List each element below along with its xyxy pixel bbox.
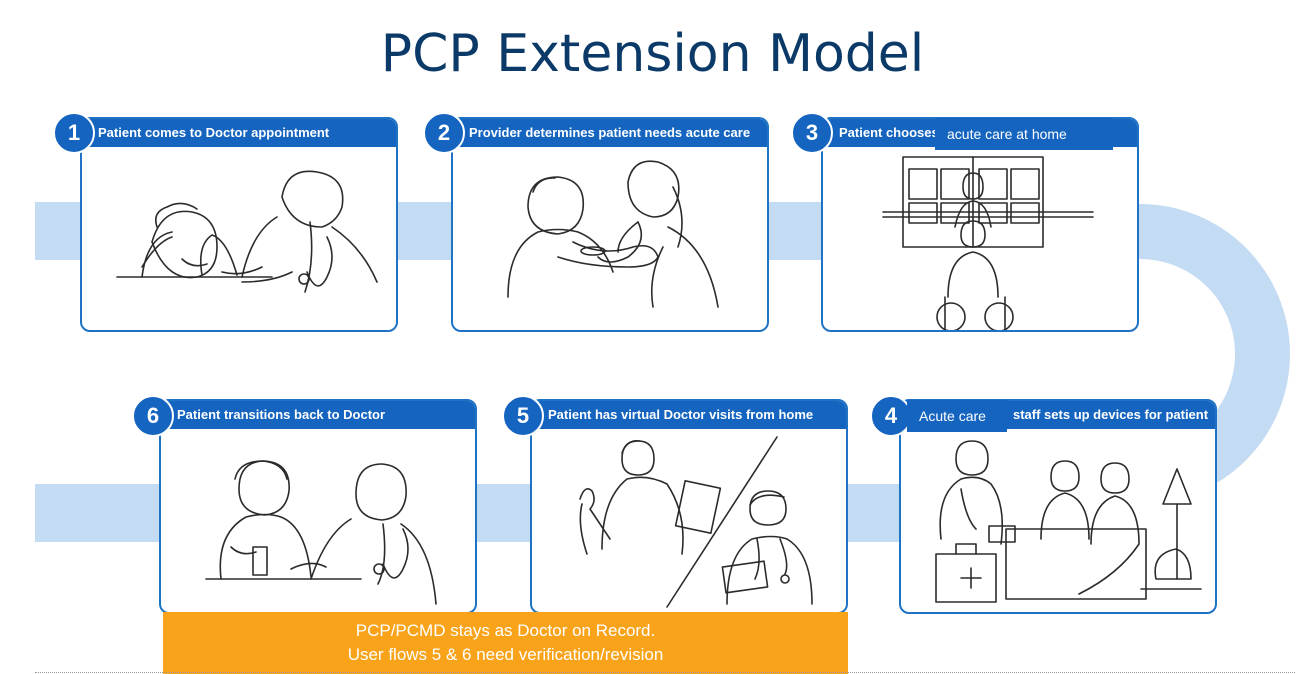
step-6-label: Patient transitions back to Doctor bbox=[161, 401, 475, 429]
step-badge-5: 5 bbox=[502, 395, 544, 437]
step-3-overlay-text: acute care at home bbox=[935, 118, 1113, 150]
step-card-5: Patient has virtual Doctor visits from h… bbox=[530, 399, 848, 614]
step-badge-3: 3 bbox=[791, 112, 833, 154]
device-setup-illustration bbox=[935, 440, 1202, 603]
step-badge-6: 6 bbox=[132, 395, 174, 437]
step-card-2: Provider determines patient needs acute … bbox=[451, 117, 769, 332]
virtual-visit-illustration bbox=[579, 436, 813, 608]
page-title: PCP Extension Model bbox=[380, 24, 925, 84]
wheelchair-departure-illustration bbox=[882, 156, 1094, 330]
step-card-1: Patient comes to Doctor appointment bbox=[80, 117, 398, 332]
transition-back-illustration bbox=[205, 460, 437, 605]
banner-line-2: User flows 5 & 6 need verification/revis… bbox=[347, 645, 664, 664]
provider-examination-illustration bbox=[507, 160, 719, 308]
step-card-6: Patient transitions back to Doctor bbox=[159, 399, 477, 614]
step-1-label: Patient comes to Doctor appointment bbox=[82, 119, 396, 147]
doctor-appointment-illustration bbox=[116, 170, 378, 293]
step-5-label: Patient has virtual Doctor visits from h… bbox=[532, 401, 846, 429]
doctor-on-record-banner: PCP/PCMD stays as Doctor on Record. User… bbox=[163, 612, 848, 674]
step-badge-4: 4 bbox=[870, 395, 912, 437]
step-4-label-text: staff sets up devices for patient bbox=[1013, 407, 1209, 422]
step-badge-1: 1 bbox=[53, 112, 95, 154]
step-4-overlay-text: Acute care bbox=[907, 400, 1007, 432]
step-card-4: staff sets up devices for patient bbox=[899, 399, 1217, 614]
footer-divider bbox=[35, 672, 1295, 673]
banner-line-1: PCP/PCMD stays as Doctor on Record. bbox=[355, 621, 656, 640]
step-2-label: Provider determines patient needs acute … bbox=[453, 119, 767, 147]
step-badge-2: 2 bbox=[423, 112, 465, 154]
